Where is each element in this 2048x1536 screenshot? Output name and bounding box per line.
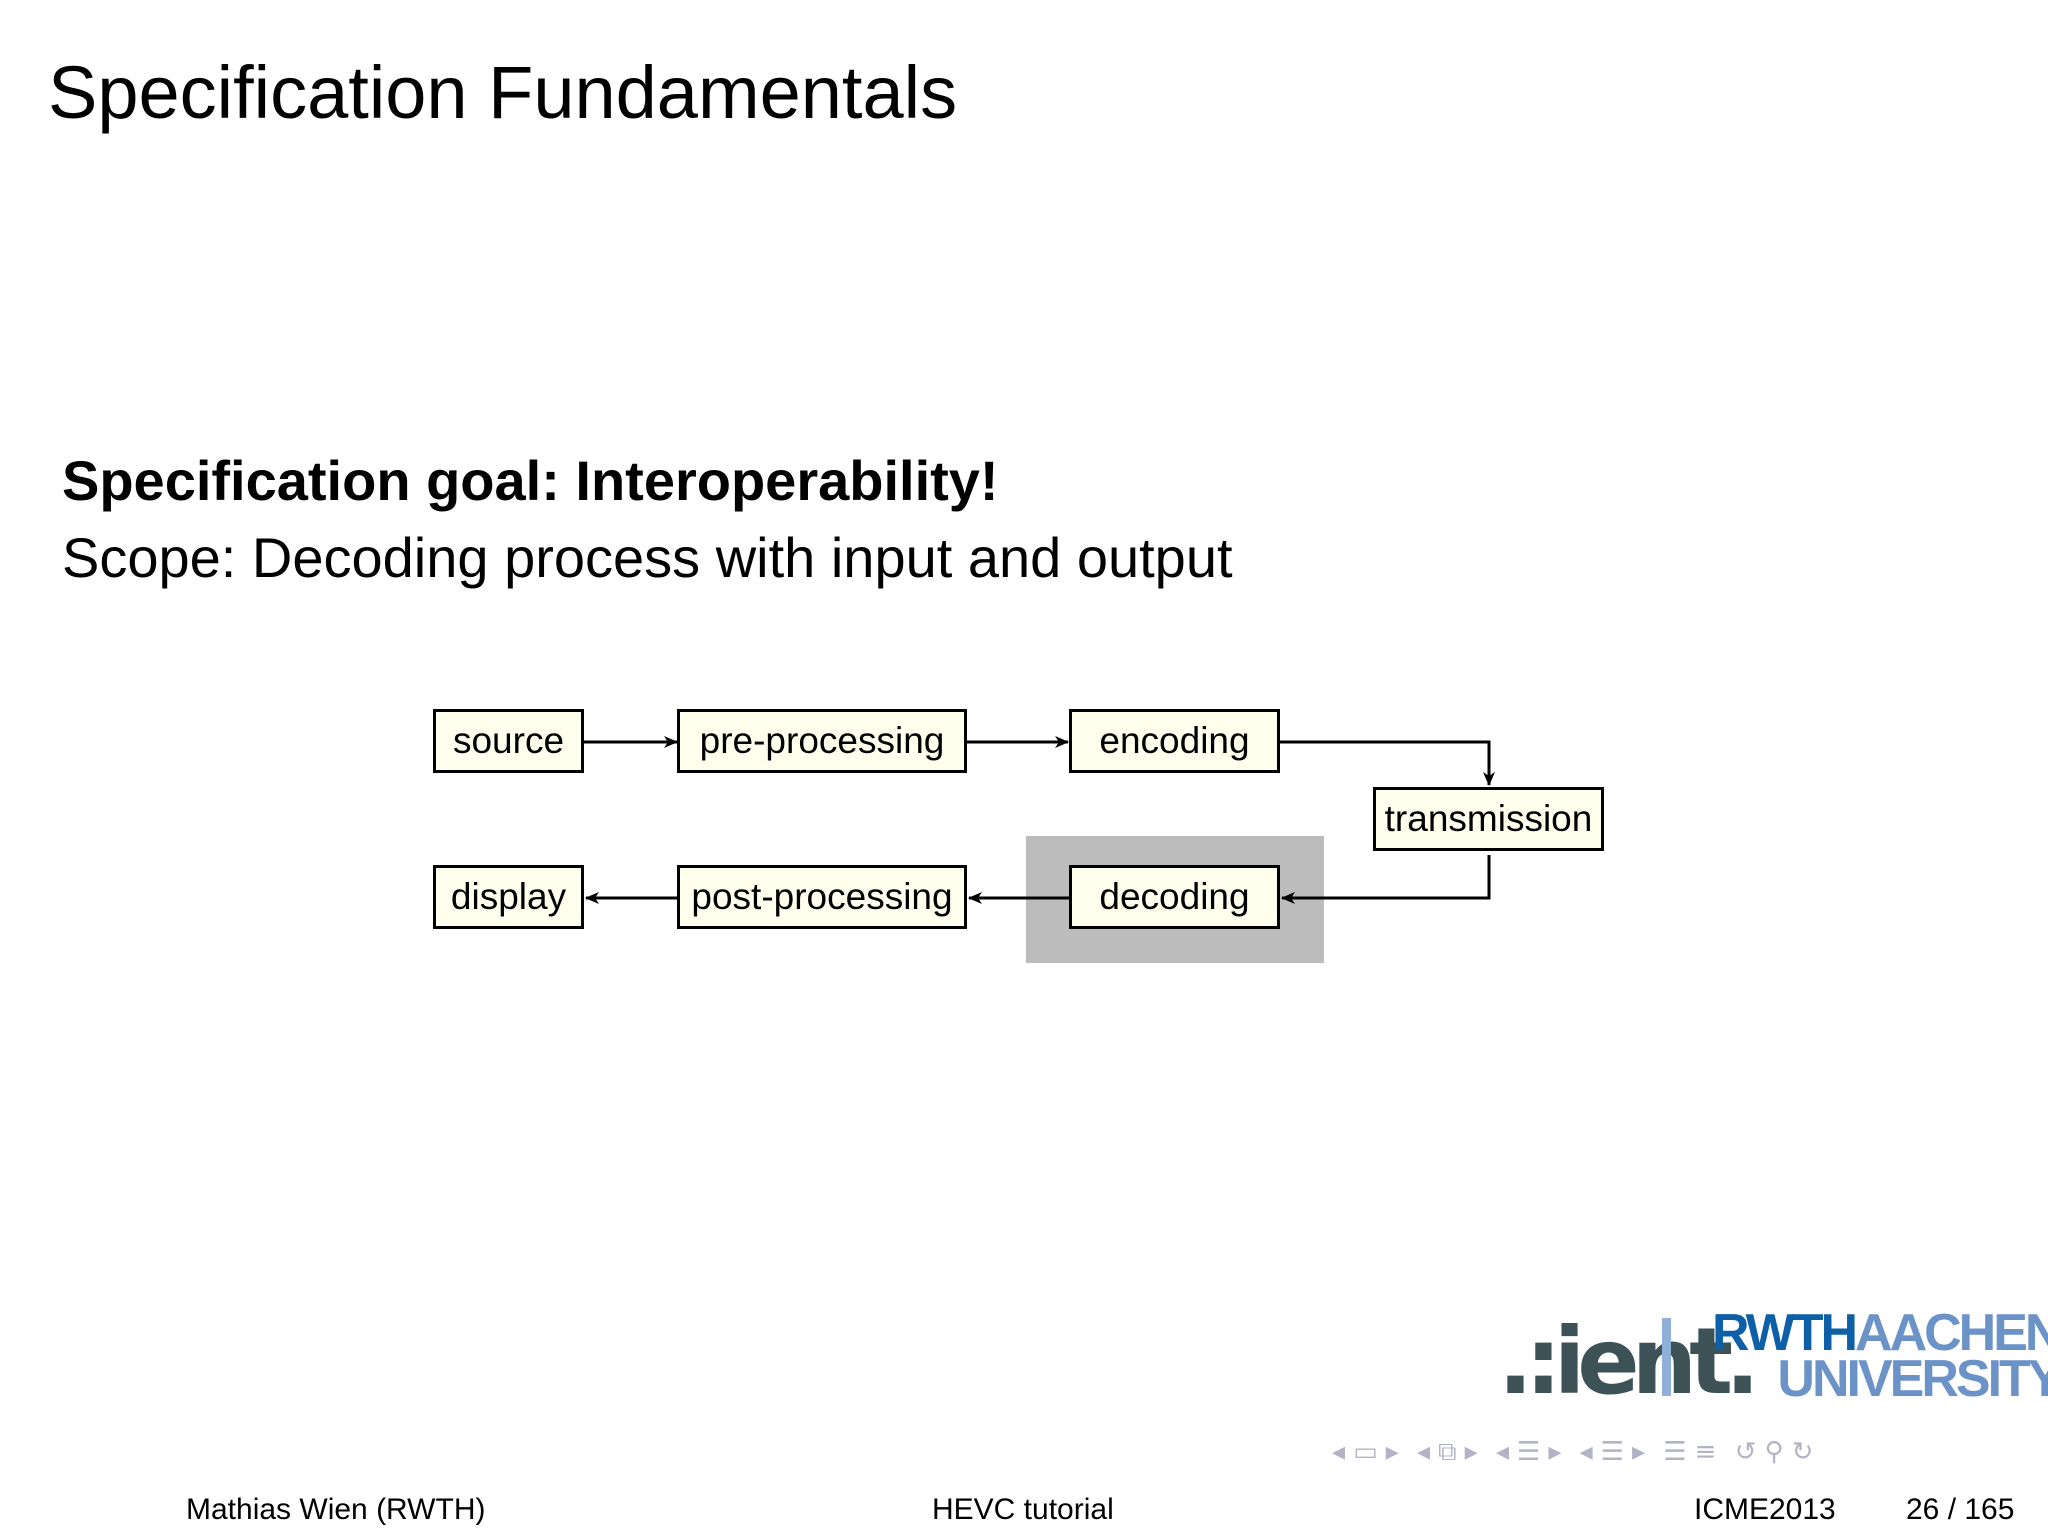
aachen-logo-word: AACHEN — [1855, 1304, 2048, 1362]
nav-left-arrow-icon[interactable]: ◂ — [1495, 1437, 1511, 1467]
nav-right-arrow-icon[interactable]: ▸ — [1632, 1437, 1648, 1467]
rwth-logo-word: RWTH — [1712, 1304, 1858, 1362]
goal-text: Specification goal: Interoperability! — [62, 449, 999, 512]
nav-left-arrow-icon[interactable]: ◂ — [1416, 1437, 1433, 1467]
appendix-icon[interactable]: ≡ — [1694, 1437, 1719, 1467]
section-icon[interactable]: ☰ — [1600, 1437, 1627, 1467]
node-preprocessing: pre-processing — [677, 709, 967, 773]
node-source: source — [433, 709, 584, 773]
nav-left-arrow-icon[interactable]: ◂ — [1579, 1437, 1595, 1467]
subsection-icon[interactable]: ☰ — [1517, 1437, 1543, 1467]
undo-icon[interactable]: ↺ — [1734, 1437, 1759, 1467]
ient-logo: .:ient. — [1498, 1308, 1760, 1415]
search-icon[interactable]: ⚲ — [1764, 1437, 1786, 1467]
logo-separator — [1662, 1318, 1671, 1396]
slide-frame-icon[interactable]: ▭ — [1353, 1437, 1380, 1467]
arrow-encoding-to-transmission — [1280, 740, 1495, 786]
beamer-navigation: ◂▭▸ ◂⧉▸ ◂☰▸ ◂☰▸ ☰≡ ↺⚲↻ — [1332, 1437, 1821, 1468]
slide-title: Specification Fundamentals — [48, 51, 958, 134]
nav-right-arrow-icon[interactable]: ▸ — [1385, 1437, 1401, 1467]
rwth-logo: RWTHAACHEN UNIVERSITY — [1712, 1307, 2048, 1408]
footer-event: ICME2013 — [1694, 1493, 1836, 1526]
university-logo-word: UNIVERSITY — [1777, 1350, 2048, 1408]
document-icon[interactable]: ☰ — [1663, 1437, 1689, 1467]
footer-page-number: 26 / 165 — [1906, 1493, 2015, 1526]
node-encoding: encoding — [1069, 709, 1280, 773]
subslide-icon[interactable]: ⧉ — [1438, 1437, 1459, 1467]
footer-author: Mathias Wien (RWTH) — [186, 1493, 486, 1526]
node-transmission: transmission — [1373, 787, 1604, 851]
nav-right-arrow-icon[interactable]: ▸ — [1464, 1437, 1480, 1467]
scope-text: Scope: Decoding process with input and o… — [62, 526, 1233, 589]
arrow-transmission-to-decoding — [1281, 855, 1491, 904]
nav-right-arrow-icon[interactable]: ▸ — [1548, 1437, 1564, 1467]
redo-icon[interactable]: ↻ — [1791, 1437, 1816, 1467]
nav-left-arrow-icon[interactable]: ◂ — [1332, 1437, 1348, 1467]
node-decoding: decoding — [1069, 865, 1280, 929]
node-display: display — [433, 865, 584, 929]
footer-talk-title: HEVC tutorial — [932, 1493, 1114, 1526]
node-postprocessing: post-processing — [677, 865, 967, 929]
